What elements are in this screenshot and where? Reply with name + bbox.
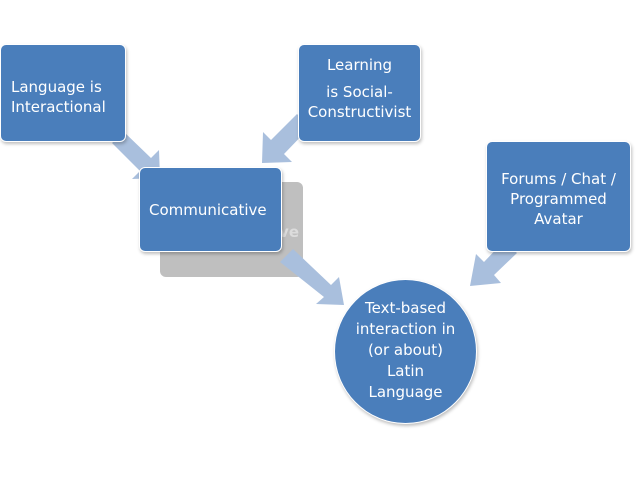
node-learning-line-1: Learning [326,56,393,74]
node-text-line-1: Text-based [364,299,447,317]
node-forums-chat-avatar: Forums / Chat / Programmed Avatar [486,141,631,252]
node-communicative-label: Communicative [149,201,267,219]
node-text-based-interaction: Text-based interaction in (or about) Lat… [334,279,477,424]
shadow-text-fragment: ve [279,223,299,241]
node-forums-line-2: Programmed [510,190,607,208]
node-learning-line-3: Constructivist [307,103,412,121]
node-text-line-3: (or about) [367,341,444,359]
node-learning-line-2: is Social- [326,83,393,101]
node-text-line-4: Latin [386,362,425,380]
node-language-line-2: Interactional [11,98,106,116]
node-forums-line-3: Avatar [534,210,583,228]
node-text-line-5: Language [368,383,443,401]
node-language-line-1: Language is [11,78,102,96]
node-text-line-2: interaction in [355,320,456,338]
node-learning-social-constructivist: Learning is Social- Constructivist [298,44,421,142]
node-forums-line-1: Forums / Chat / [501,170,616,188]
node-language-interactional: Language is Interactional [0,44,126,142]
arrow-communicative-to-text [280,249,344,305]
arrow-forums-to-text [470,241,517,286]
node-communicative: Communicative [139,167,282,252]
